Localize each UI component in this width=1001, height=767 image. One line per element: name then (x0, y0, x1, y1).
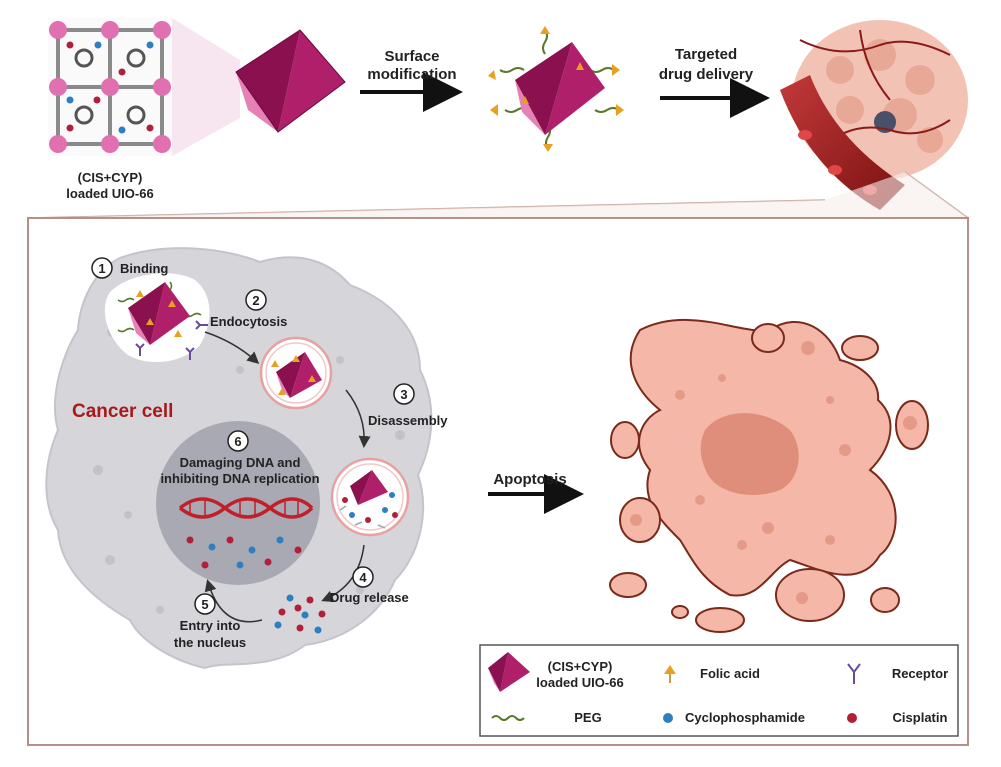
step1-num: 1 (98, 261, 105, 276)
arrow1-line2: modification (367, 66, 456, 83)
legend-mof-icon (488, 652, 530, 692)
binding-mof (117, 281, 208, 360)
step2-num: 2 (252, 293, 259, 308)
step3-circle (393, 383, 415, 405)
step5-label-line1: Entry into (180, 618, 241, 633)
step1-label: Binding (120, 261, 168, 276)
step4-num: 4 (359, 570, 367, 585)
arrow1-line1: Surface (384, 48, 439, 65)
legend-receptor-icon (847, 663, 861, 684)
step2-circle (245, 289, 267, 311)
released-drugs (274, 594, 326, 634)
legend-folic-label: Folic acid (700, 666, 760, 681)
legend-peg-icon (491, 715, 525, 721)
octahedron (235, 29, 346, 133)
tumor-vessel (780, 20, 968, 210)
nucleus (156, 421, 320, 585)
legend-cyclo-icon (663, 713, 673, 723)
endosome-2 (330, 457, 410, 537)
arrow-step2-3 (345, 389, 371, 448)
legend-cyclo-label: Cyclophosphamide (685, 710, 805, 725)
step6-label-line1: Damaging DNA and (180, 455, 301, 470)
arrow-step3-4 (321, 544, 365, 602)
legend-cis-label: Cisplatin (893, 710, 948, 725)
mof-lattice (48, 18, 172, 156)
zoom-beam (172, 18, 240, 156)
step6-circle (227, 430, 249, 452)
legend-folic-icon (664, 665, 676, 683)
arrow-step4-5 (204, 579, 263, 623)
step5-num: 5 (201, 597, 208, 612)
endosome-1 (259, 336, 333, 410)
mof-label-line1: (CIS+CYP) (78, 170, 143, 185)
arrow2-line2: drug delivery (659, 66, 754, 83)
nucleus-drugs (186, 536, 302, 569)
step1-circle (91, 257, 113, 279)
step2-label: Endocytosis (210, 314, 287, 329)
arrow2-line1: Targeted (675, 46, 737, 63)
dna-helix (178, 497, 314, 519)
legend-receptor-label: Receptor (892, 666, 948, 681)
legend-peg-label: PEG (574, 710, 601, 725)
apoptotic-vesicles (630, 341, 917, 604)
step4-label: Drug release (330, 590, 409, 605)
mof-label-line2: loaded UIO-66 (66, 186, 153, 201)
legend-mof-label-line2: loaded UIO-66 (536, 675, 623, 690)
step4-circle (352, 566, 374, 588)
legend-box (479, 644, 959, 737)
step3-num: 3 (400, 387, 407, 402)
step3-label: Disassembly (368, 413, 448, 428)
cancer-cell-title: Cancer cell (72, 401, 173, 422)
functionalized-octahedron (488, 26, 624, 152)
arrow-step1-2 (204, 331, 260, 365)
step5-label-line2: the nucleus (174, 635, 246, 650)
apoptotic-nucleus (700, 413, 799, 495)
step6-num: 6 (234, 434, 241, 449)
step6-label-line2: inhibiting DNA replication (160, 471, 319, 486)
step5-circle (194, 593, 216, 615)
legend-mof-label-line1: (CIS+CYP) (548, 659, 613, 674)
legend-cis-icon (847, 713, 857, 723)
apoptosis-label: Apoptosis (493, 471, 566, 488)
